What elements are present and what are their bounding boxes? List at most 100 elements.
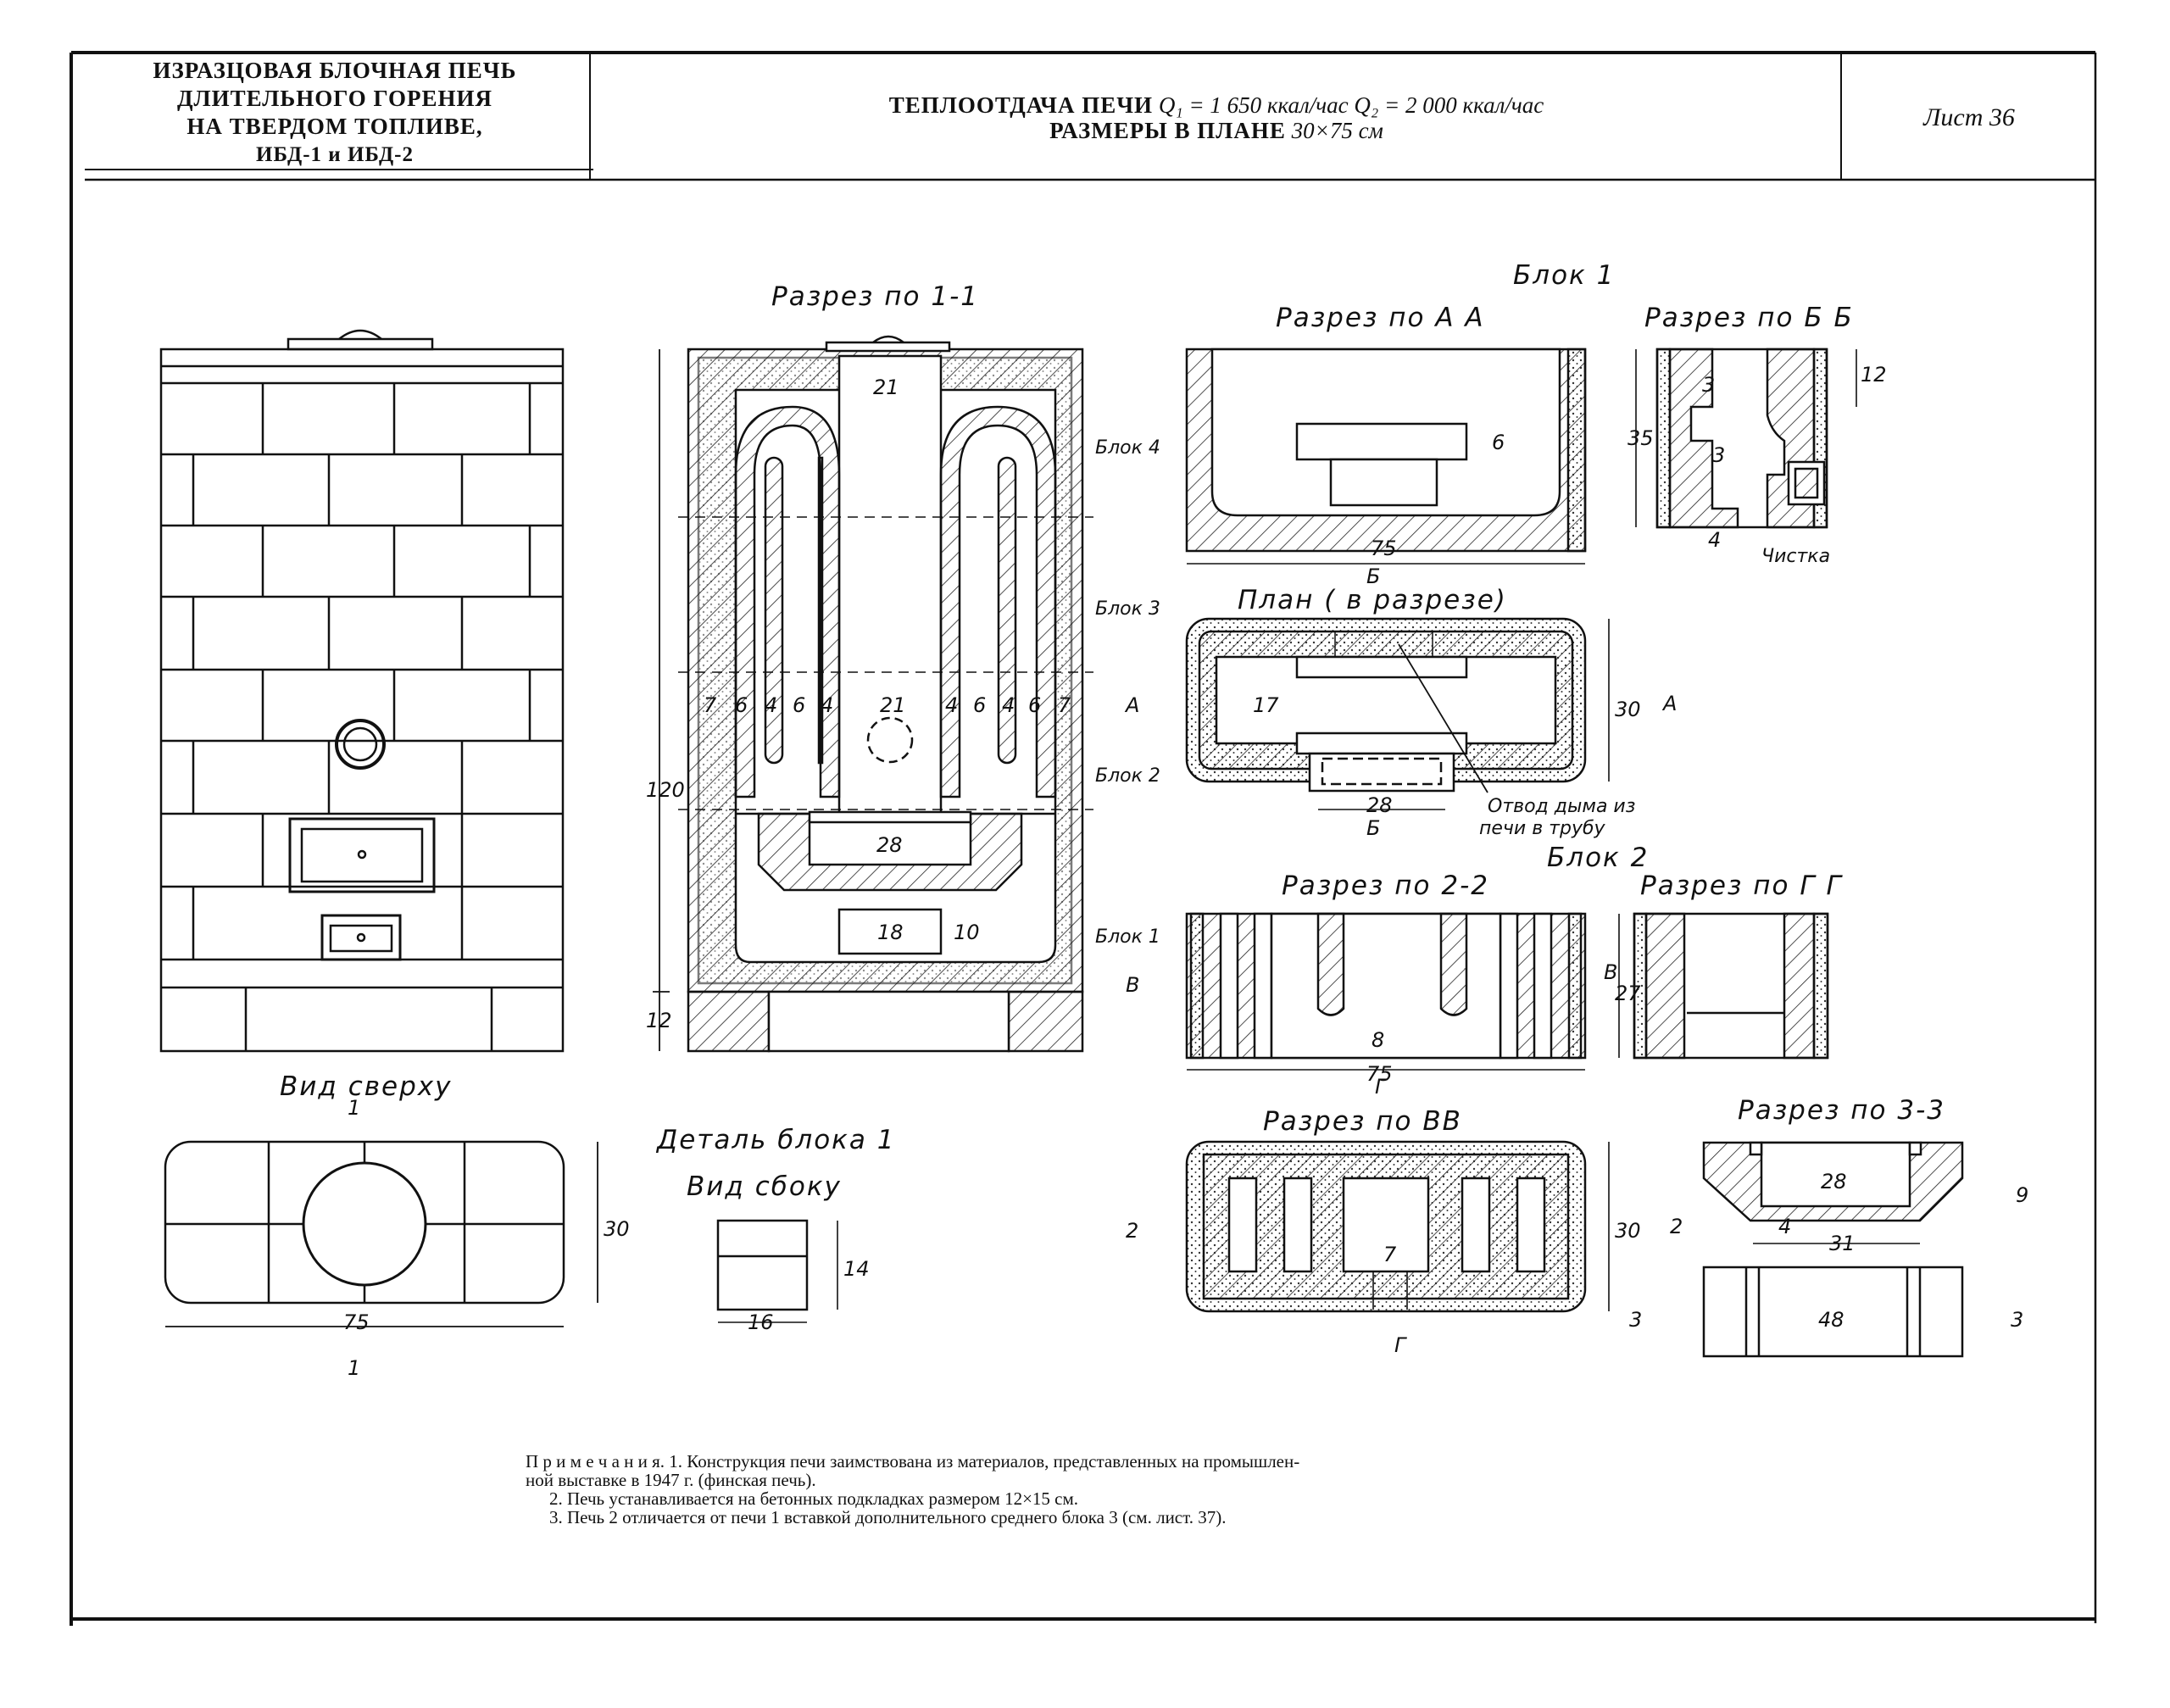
- dim-3-bb2: 3: [1712, 443, 1725, 467]
- note-2: 2. Печь устанавливается на бетонных подк…: [549, 1488, 1079, 1509]
- dim-16: 16: [748, 1310, 774, 1334]
- label-block3: Блок 3: [1095, 598, 1160, 620]
- dim-6-left: 6: [735, 693, 748, 717]
- mark-g-top: Г: [1375, 1075, 1388, 1099]
- label-smoke-outlet-1: Отвод дыма из: [1488, 796, 1635, 817]
- dim-7-left: 7: [704, 693, 717, 717]
- dim-28-plan: 28: [1366, 793, 1393, 817]
- title-line-3: НА ТВЕРДОМ ТОПЛИВЕ,: [186, 114, 483, 139]
- label-block1: Блок 1: [1095, 926, 1160, 948]
- view-titles: Разрез по 1-1 Вид сверху Деталь блока 1 …: [280, 260, 1944, 1202]
- dim-14: 14: [843, 1257, 870, 1281]
- dim-12-base: 12: [646, 1009, 672, 1032]
- dim-12-bb: 12: [1861, 363, 1887, 387]
- title-top-view: Вид сверху: [280, 1071, 452, 1102]
- dim-8: 8: [1372, 1028, 1384, 1052]
- dim-7-right: 7: [1058, 693, 1071, 717]
- title-block2: Блок 2: [1547, 843, 1649, 873]
- section-1-1-drawing: [653, 335, 1093, 1053]
- dim-120: 120: [646, 778, 685, 802]
- mark-b-top: Б: [1366, 565, 1380, 588]
- note-3: 3. Печь 2 отличается от печи 1 вставкой …: [549, 1507, 1227, 1527]
- label-smoke-outlet-2: печи в трубу: [1479, 818, 1606, 839]
- dim-30-top-view: 30: [604, 1217, 630, 1241]
- heat-output-values: Q₁ = 1 650 ккал/час Q₂ = 2 000 ккал/час: [1158, 92, 1544, 118]
- label-block2: Блок 2: [1095, 765, 1160, 787]
- heat-output-line: ТЕПЛООТДАЧА ПЕЧИ Q₁ = 1 650 ккал/час Q₂ …: [889, 92, 1544, 118]
- section-aa-drawing: [1185, 348, 1587, 565]
- dim-7-vv: 7: [1383, 1243, 1397, 1266]
- mark-3-left: 3: [1629, 1308, 1642, 1332]
- label-cleanout: Чистка: [1761, 546, 1830, 567]
- label-block4: Блок 4: [1095, 437, 1160, 459]
- section-vv-drawing: [1185, 1140, 1610, 1313]
- mark-v-right: В: [1604, 960, 1617, 984]
- title-line-2: ДЛИТЕЛЬНОГО ГОРЕНИЯ: [176, 86, 493, 111]
- title-section-aa: Разрез по А А: [1276, 303, 1485, 333]
- title-line-1: ИЗРАЗЦОВАЯ БЛОЧНАЯ ПЕЧЬ: [153, 58, 517, 83]
- section-2-2-drawing: [1185, 912, 1587, 1071]
- notes-block: П р и м е ч а н и я. 1. Конструкция печи…: [526, 1452, 1644, 1527]
- dim-6-right: 6: [1028, 693, 1041, 717]
- mark-a-left: А: [1124, 693, 1139, 717]
- plan-size-value: 30×75 см: [1291, 118, 1383, 143]
- plan-size-label: РАЗМЕРЫ В ПЛАНЕ: [1049, 118, 1286, 143]
- dim-6-right2: 6: [973, 693, 986, 717]
- dim-4-left: 4: [765, 693, 777, 717]
- sheet-number: Лист 36: [1923, 103, 2015, 131]
- dim-18: 18: [877, 921, 904, 944]
- title-block-center: ТЕПЛООТДАЧА ПЕЧИ Q₁ = 1 650 ккал/час Q₂ …: [593, 56, 1839, 180]
- section-3-3-drawing: [1702, 1141, 1964, 1358]
- title-block1-detail: Деталь блока 1: [655, 1125, 895, 1155]
- dim-6-left2: 6: [793, 693, 805, 717]
- block-labels: Блок 4 Блок 3 Блок 2 Блок 1 Чистка Отвод…: [1095, 437, 1830, 948]
- dim-30-vv: 30: [1615, 1219, 1641, 1243]
- plan-drawing: [1185, 617, 1610, 810]
- mark-a-right: А: [1661, 692, 1677, 715]
- mark-v-left: В: [1126, 973, 1139, 997]
- mark-2-left: 2: [1126, 1219, 1138, 1243]
- dim-17-plan: 17: [1253, 693, 1279, 717]
- dimension-labels: 21 21 7 6 4 6 4 4 6 4 6 7 28 18 10 120 1…: [343, 363, 2028, 1334]
- title-section-vv: Разрез по ВВ: [1263, 1106, 1462, 1137]
- dim-21-top: 21: [873, 376, 899, 399]
- section-gg-drawing: [1618, 912, 1829, 1060]
- top-view-drawing: [164, 1140, 598, 1327]
- mark-1-bottom: 1: [348, 1356, 360, 1380]
- title-section-gg: Разрез по Г Г: [1640, 871, 1843, 901]
- dim-21-mid: 21: [880, 693, 906, 717]
- dim-30-plan: 30: [1615, 698, 1641, 721]
- dim-27: 27: [1615, 982, 1641, 1005]
- dim-3-bb: 3: [1702, 373, 1715, 397]
- mark-1-top: 1: [348, 1096, 360, 1120]
- title-side-view: Вид сбоку: [687, 1171, 842, 1202]
- front-elevation: [159, 329, 565, 1053]
- note-1: П р и м е ч а н и я. 1. Конструкция печи…: [526, 1451, 1300, 1472]
- dim-6-aa: 6: [1492, 431, 1505, 454]
- dim-28-33: 28: [1821, 1170, 1847, 1193]
- sheet-frame: [70, 51, 2097, 1626]
- dim-4-33: 4: [1778, 1215, 1791, 1238]
- mark-g-bottom: Г: [1394, 1333, 1407, 1357]
- dim-28-grate: 28: [876, 833, 903, 857]
- title-plan: План ( в разрезе): [1238, 585, 1507, 615]
- mark-3-right: 3: [2011, 1308, 2023, 1332]
- title-block1: Блок 1: [1513, 260, 1615, 291]
- note-1-cont: ной выставке в 1947 г. (финская печь).: [526, 1470, 816, 1490]
- dim-31: 31: [1829, 1232, 1856, 1255]
- section-marks: 1 1 А А Б Б В В Г Г 2 2 3 3: [348, 565, 2023, 1380]
- dim-9: 9: [2016, 1183, 2028, 1207]
- dim-75-top-view: 75: [343, 1310, 370, 1334]
- mark-b-bottom: Б: [1366, 816, 1380, 840]
- mark-2-right: 2: [1670, 1215, 1683, 1238]
- section-bb-drawing: [1635, 348, 1857, 529]
- title-block-left: ИЗРАЗЦОВАЯ БЛОЧНАЯ ПЕЧЬ ДЛИТЕЛЬНОГО ГОРЕ…: [85, 56, 585, 170]
- detail-side-drawing: [716, 1219, 838, 1323]
- dim-75-aa: 75: [1371, 537, 1397, 560]
- dim-48: 48: [1818, 1308, 1844, 1332]
- dim-4-right: 4: [1002, 693, 1015, 717]
- title-section-2-2: Разрез по 2-2: [1282, 871, 1489, 901]
- title-section-bb: Разрез по Б Б: [1644, 303, 1854, 333]
- plan-size-line: РАЗМЕРЫ В ПЛАНЕ 30×75 см: [1049, 118, 1383, 143]
